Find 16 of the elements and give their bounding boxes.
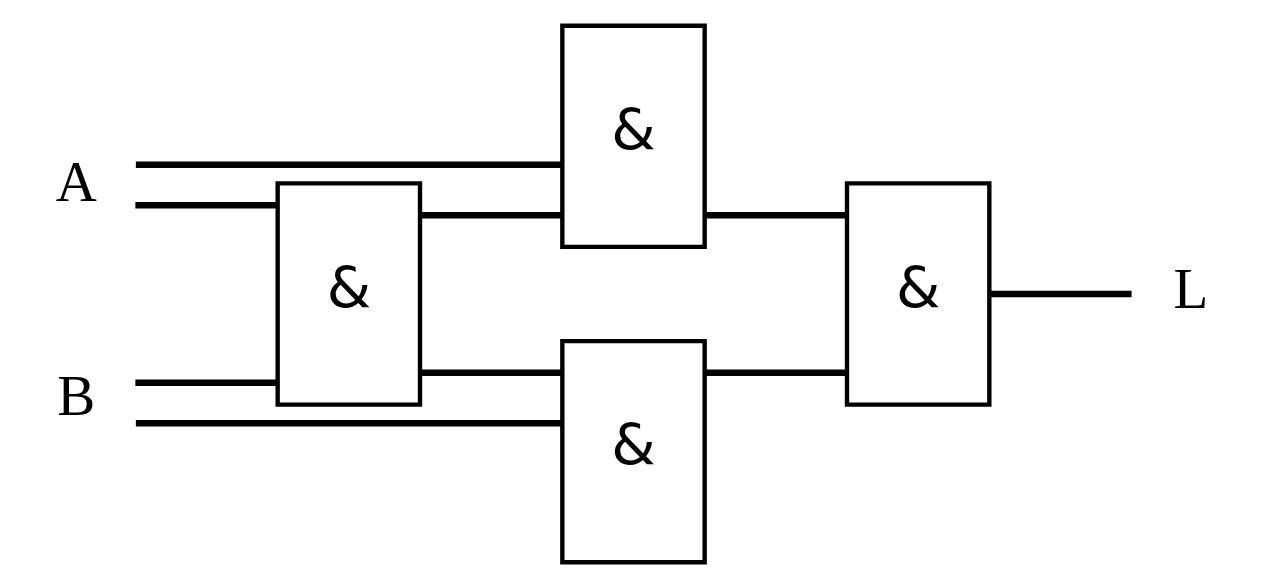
node-text: L [1173, 256, 1209, 320]
connector [420, 369, 562, 376]
connector [420, 211, 562, 218]
connector [135, 161, 563, 168]
node-text: A [55, 149, 97, 212]
node-box: & [844, 180, 992, 407]
connector [989, 290, 1132, 297]
node-box: & [560, 338, 707, 564]
connector [705, 211, 847, 218]
connector [705, 369, 847, 376]
node-box: & [275, 180, 423, 407]
node-text: B [57, 363, 96, 427]
node-box: & [560, 23, 707, 249]
connector [135, 419, 563, 426]
connector [135, 201, 278, 209]
connector [135, 378, 278, 386]
